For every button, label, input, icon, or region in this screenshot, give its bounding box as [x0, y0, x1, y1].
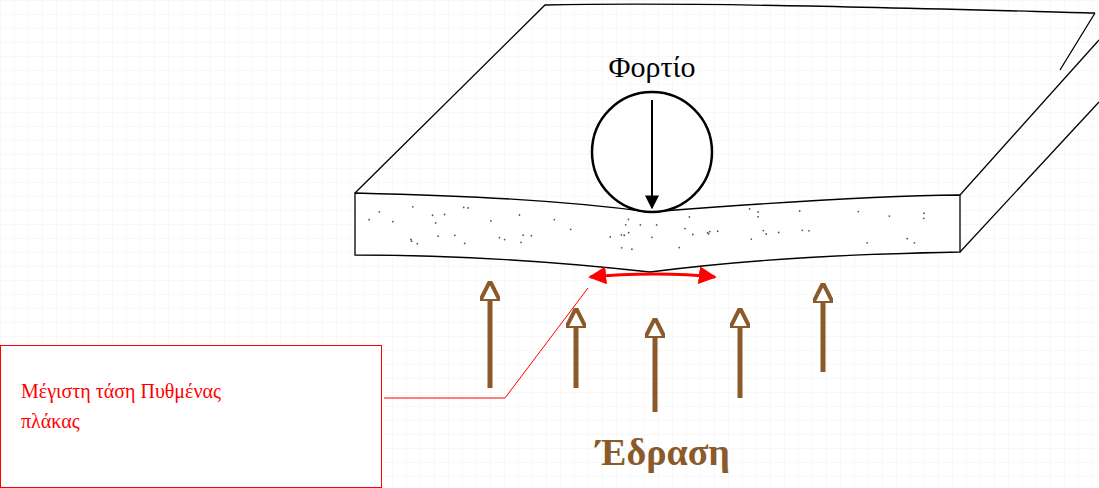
slab-side-edge — [960, 40, 1099, 195]
stress-arrow — [590, 274, 715, 277]
load-label: Φορτίο — [608, 50, 695, 83]
load-arrow — [651, 100, 653, 208]
load-circle — [592, 92, 712, 212]
callout-text: Μέγιστη τάση Πυθμένας πλάκας — [21, 376, 231, 436]
callout-box: Μέγιστη τάση Πυθμένας πλάκας — [0, 345, 382, 488]
slab-side-edge — [960, 102, 1099, 252]
slab-top-edge — [355, 4, 1095, 193]
support-label: Έδραση — [596, 432, 730, 474]
leader-line — [384, 288, 588, 398]
support-arrows — [490, 285, 823, 412]
